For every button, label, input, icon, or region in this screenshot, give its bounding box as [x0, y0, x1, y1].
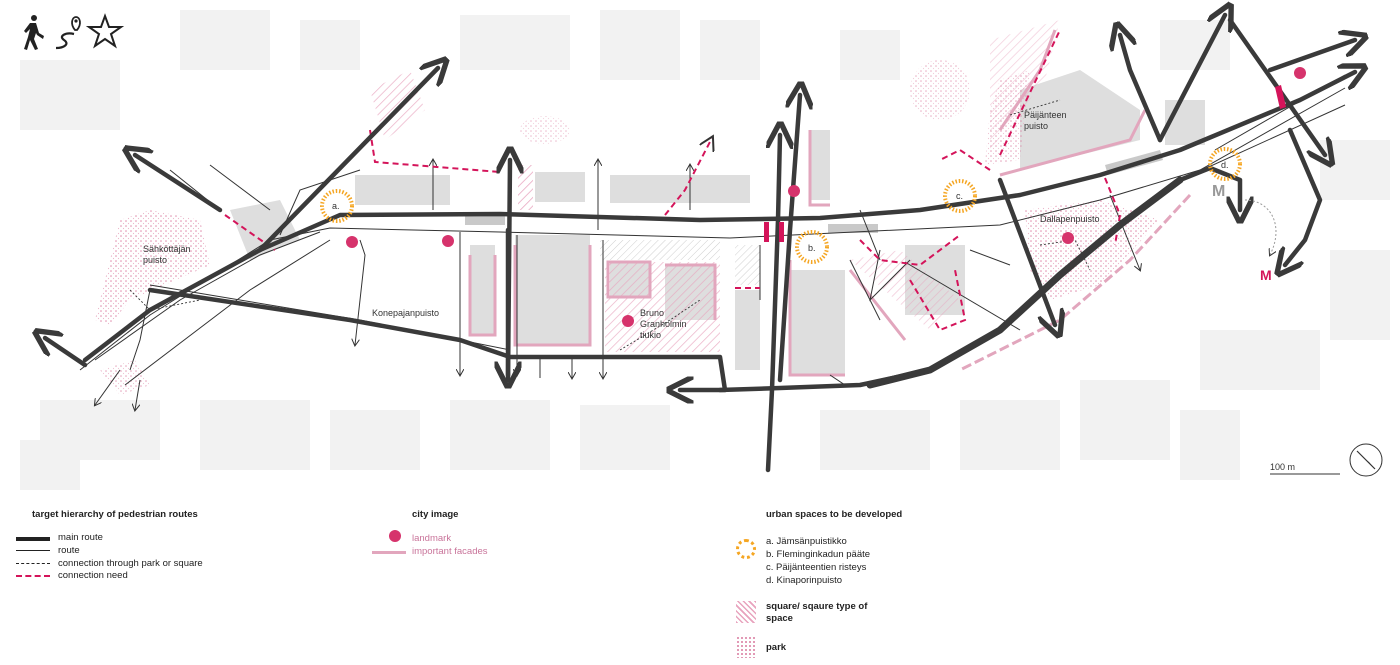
legend-space-b: b. Fleminginkadun pääte: [766, 549, 871, 560]
legend-connection-need: connection need: [58, 570, 128, 581]
metro-label-pink: M: [1260, 267, 1272, 283]
legend-space-d: d. Kinaporinpuisto: [766, 575, 843, 586]
legend-square: square/ sqaure type of space: [766, 601, 868, 624]
swatch-park: [736, 636, 756, 658]
swatch-urban-space: [736, 539, 756, 559]
legend-main-route: main route: [58, 532, 103, 543]
legend-space-c: c. Päijänteentien risteys: [766, 562, 867, 573]
urban-space-c: [943, 179, 977, 213]
metro-link: [1244, 199, 1277, 255]
marker-c: c.: [956, 191, 963, 201]
legend-landmark: landmark: [412, 533, 452, 544]
star-icon: [85, 13, 125, 49]
swatch-square: [736, 601, 756, 623]
legend-city-image: city image landmark important facades: [372, 508, 572, 578]
swatch-connection-need: [16, 575, 50, 577]
swatch-main-route: [16, 537, 50, 541]
legend-route: route: [58, 545, 80, 556]
main-routes: [45, 15, 1355, 473]
legend-urban-spaces: urban spaces to be developed a. Jämsänpu…: [734, 508, 994, 658]
legend-park: park: [766, 642, 787, 653]
swatch-park-connection: [16, 563, 50, 564]
landmarks: [346, 67, 1306, 327]
north-arrow-icon: [1349, 443, 1383, 477]
swatch-facades: [372, 551, 406, 554]
label-dallapen: Dallapenpuisto: [1040, 214, 1100, 224]
label-konepajanpuisto: Konepajanpuisto: [372, 308, 439, 318]
legend-urban-spaces-title: urban spaces to be developed: [766, 509, 903, 520]
legend-space-a: a. Jämsänpuistikko: [766, 536, 847, 547]
swatch-landmark: [389, 530, 401, 542]
pedestrian-icon: [24, 15, 44, 50]
legend-city-image-title: city image: [412, 509, 459, 520]
route-pin-icon: [55, 16, 81, 50]
riverside-route: [866, 176, 1184, 389]
marker-d: d.: [1221, 160, 1229, 170]
legend-facades: important facades: [412, 546, 488, 557]
landmark-marker: [346, 236, 358, 248]
legend-routes-title: target hierarchy of pedestrian routes: [32, 509, 198, 520]
legend-park-connection: connection through park or square: [58, 558, 203, 569]
metro-label-grey: M: [1212, 183, 1225, 200]
urban-space-d: [1208, 147, 1242, 181]
swatch-route: [16, 550, 50, 551]
marker-a: a.: [332, 201, 340, 211]
landmark-marker: [622, 315, 634, 327]
legend-routes: target hierarchy of pedestrian routes ma…: [16, 508, 316, 608]
scale-label: 100 m: [1270, 462, 1295, 472]
landmark-marker: [442, 235, 454, 247]
crossing-markers: [764, 85, 1286, 242]
background-blocks: [20, 10, 1390, 490]
urban-space-b: [795, 230, 829, 264]
landmark-marker: [1062, 232, 1074, 244]
urban-space-a: [320, 189, 354, 223]
landmark-marker: [1294, 67, 1306, 79]
square-areas: [370, 20, 1060, 352]
marker-b: b.: [808, 243, 816, 253]
landmark-marker: [788, 185, 800, 197]
urban-space-rings: [320, 147, 1242, 264]
